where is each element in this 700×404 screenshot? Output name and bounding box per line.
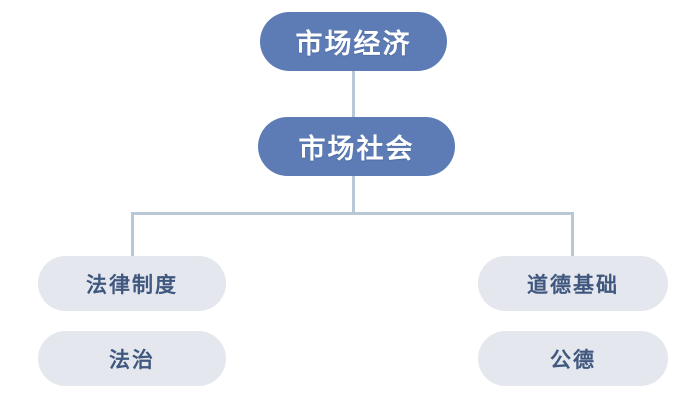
node-rule-of-law-label: 法治 (109, 348, 155, 372)
connector-branch-left-drop (131, 212, 134, 258)
connector-society-stem (352, 175, 355, 214)
node-legal-system[interactable]: 法律制度 (38, 256, 226, 311)
node-market-society[interactable]: 市场社会 (258, 117, 455, 176)
node-moral-foundation[interactable]: 道德基础 (478, 256, 668, 311)
node-legal-system-label: 法律制度 (86, 273, 178, 297)
connector-branch-bar (131, 212, 574, 215)
node-public-morality-label: 公德 (550, 348, 596, 372)
connector-economy-to-society (352, 70, 355, 118)
node-market-economy[interactable]: 市场经济 (260, 12, 447, 71)
node-moral-foundation-label: 道德基础 (527, 273, 619, 297)
node-market-economy-label: 市场经济 (295, 29, 412, 59)
node-rule-of-law[interactable]: 法治 (38, 331, 226, 386)
node-market-society-label: 市场社会 (298, 134, 415, 164)
connector-branch-right-drop (571, 212, 574, 258)
node-public-morality[interactable]: 公德 (478, 331, 668, 386)
